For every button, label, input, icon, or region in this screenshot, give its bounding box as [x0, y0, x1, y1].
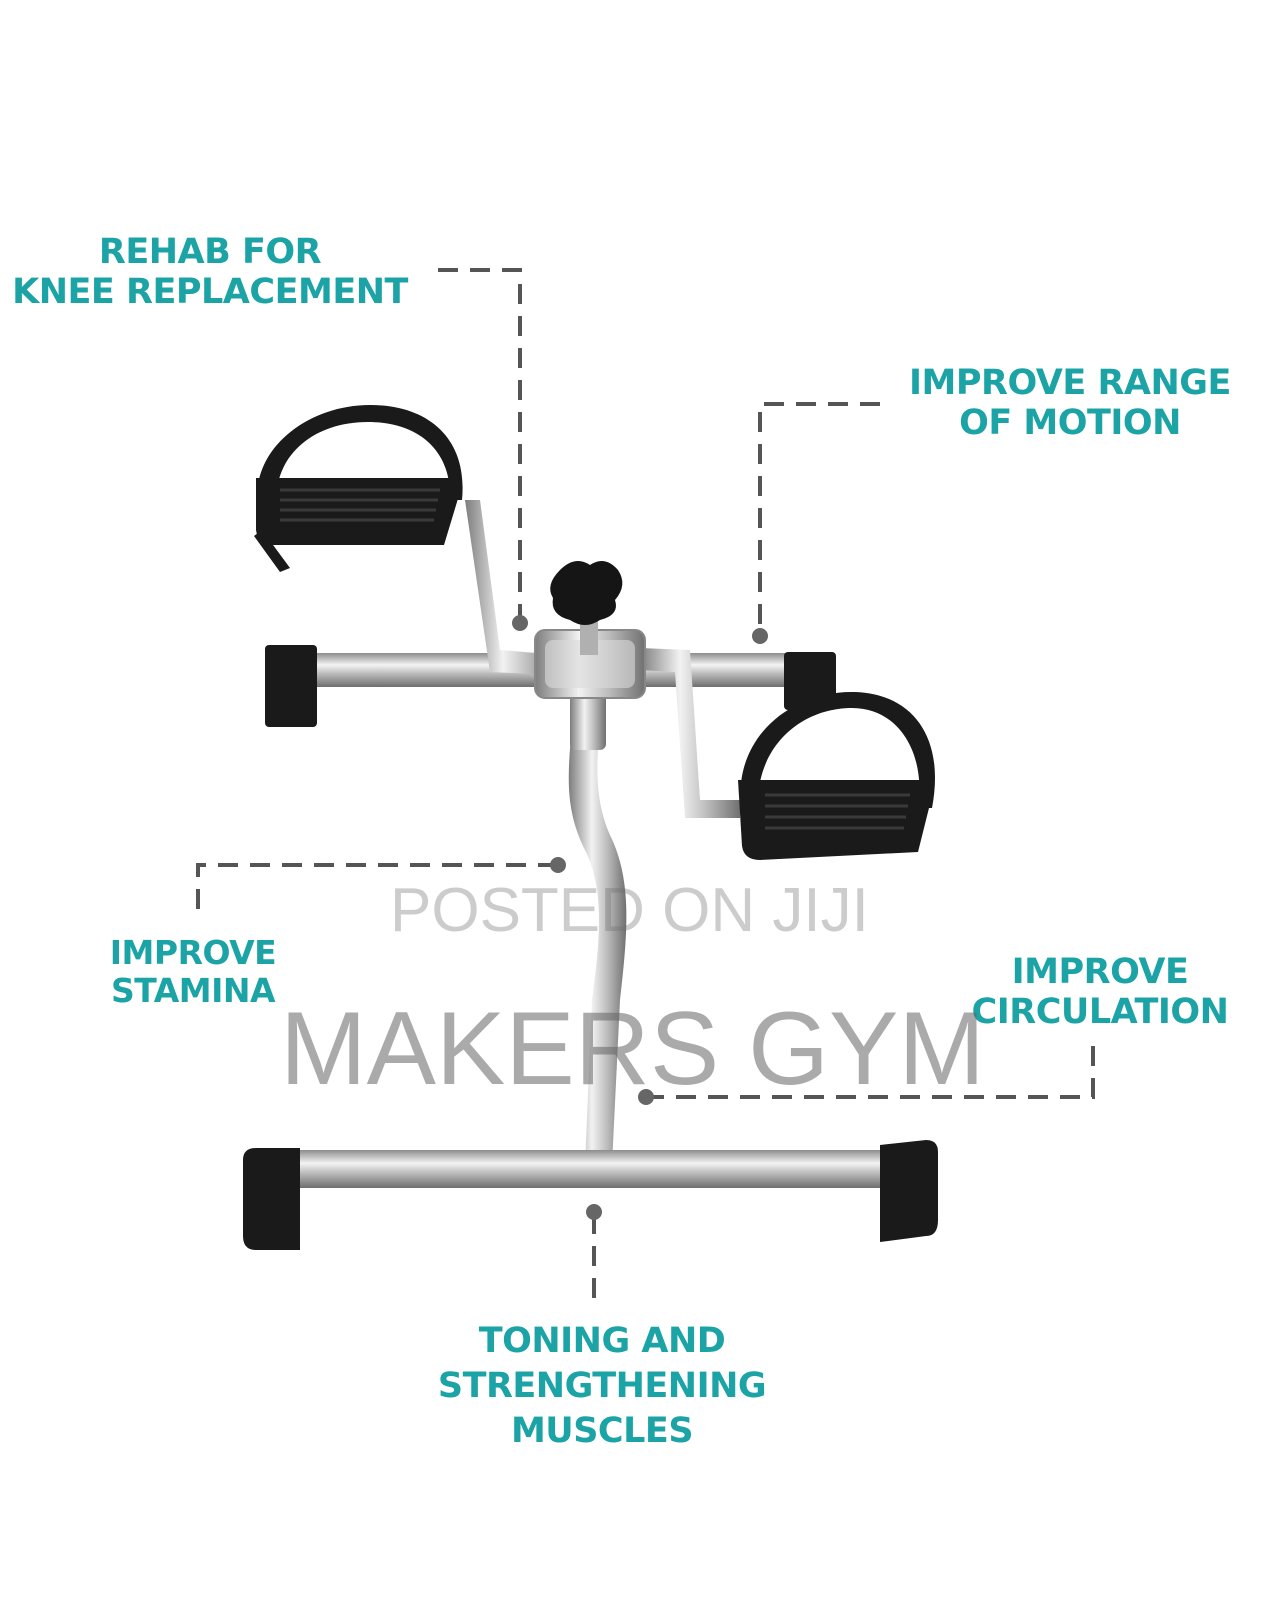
vertical-frame-tube	[568, 690, 627, 1165]
bottom-right-foot-cap	[880, 1140, 938, 1242]
leader-dot-stamina	[550, 857, 566, 873]
leader-line-rehab	[438, 268, 522, 620]
bottom-crossbar	[243, 1140, 938, 1250]
label-rehab-line-1: REHAB FOR	[98, 232, 322, 272]
left-pedal	[254, 405, 463, 572]
leader-dot-circulation	[638, 1089, 654, 1105]
label-stamina-line-2: STAMINA	[110, 970, 276, 1010]
leader-line-range	[758, 402, 880, 632]
leader-dot-range	[752, 628, 768, 644]
label-toning-line-3: MUSCLES	[510, 1410, 694, 1451]
label-improve-range-of-motion: IMPROVE RANGE OF MOTION	[900, 363, 1240, 444]
label-circulation-line-1: IMPROVE	[1011, 952, 1189, 992]
label-toning-line-1: TONING AND	[478, 1321, 726, 1361]
label-rehab-knee-replacement: REHAB FOR KNEE REPLACEMENT	[0, 232, 420, 313]
label-range-line-1: IMPROVE RANGE	[909, 363, 1231, 403]
top-left-foot-cap	[265, 645, 317, 727]
leader-dot-rehab	[512, 615, 528, 631]
label-toning-line-2: STRENGTHENING	[437, 1365, 767, 1406]
label-circulation-line-2: CIRCULATION	[971, 992, 1229, 1033]
label-rehab-line-2: KNEE REPLACEMENT	[12, 272, 408, 313]
right-pedal	[738, 691, 935, 860]
bottom-left-foot-cap	[243, 1148, 300, 1250]
label-toning-strengthening-muscles: TONING AND STRENGTHENING MUSCLES	[420, 1319, 784, 1453]
label-improve-stamina: IMPROVE STAMINA	[98, 934, 288, 1010]
label-improve-circulation: IMPROVE CIRCULATION	[960, 952, 1240, 1033]
watermark-posted-on-jiji: POSTED ON JIJI	[390, 876, 869, 945]
tension-knob	[550, 561, 623, 655]
leader-dot-toning	[586, 1204, 602, 1220]
crank-assembly	[465, 500, 740, 818]
label-stamina-line-1: IMPROVE	[109, 933, 277, 972]
leader-line-circulation	[646, 1046, 1095, 1099]
label-range-line-2: OF MOTION	[959, 403, 1181, 444]
watermark-brand: MAKERS GYM	[280, 991, 985, 1107]
leader-line-stamina	[196, 863, 558, 918]
